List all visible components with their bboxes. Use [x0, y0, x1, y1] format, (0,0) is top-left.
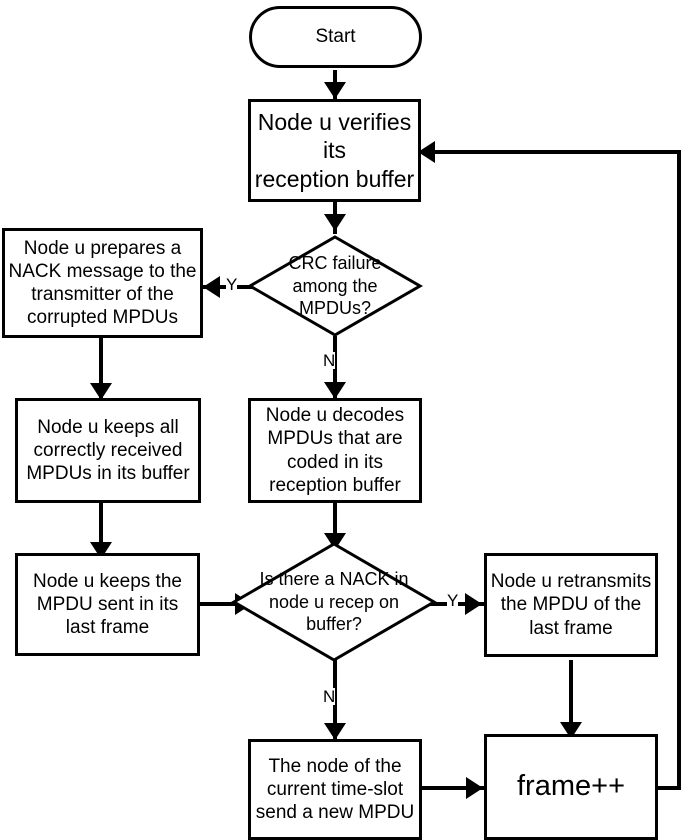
- node-keep-correct[interactable]: Node u keeps all correctly received MPDU…: [15, 398, 201, 503]
- node-prepare-nack[interactable]: Node u prepares a NACK message to the tr…: [2, 228, 203, 338]
- connector-send-new-to-frame-increment: [421, 786, 487, 790]
- node-verify-buffer[interactable]: Node u verifies its reception buffer: [248, 99, 421, 202]
- node-retransmit-label: Node u retransmits the MPDU of the last …: [490, 571, 652, 639]
- connector-keep-correct-to-keep-last: [99, 502, 103, 557]
- node-decode-mpdus[interactable]: Node u decodes MPDUs that are coded in i…: [248, 398, 422, 503]
- node-nack-decision-label: Is there a NACK in node u recep on buffe…: [259, 569, 409, 635]
- node-prepare-nack-label: Node u prepares a NACK message to the tr…: [8, 237, 197, 329]
- connector-prepare-nack-to-keep-correct: [99, 337, 103, 399]
- connector-feedback-bottom: [656, 786, 681, 790]
- node-start[interactable]: Start: [249, 6, 422, 68]
- arrowhead-feedback-to-verify: [418, 141, 435, 163]
- node-send-new-mpdu-label: The node of the current time-slot send a…: [255, 755, 415, 824]
- node-nack-decision[interactable]: Is there a NACK in node u recep on buffe…: [231, 542, 437, 662]
- node-crc-decision[interactable]: CRC failure among the MPDUs?: [246, 235, 424, 337]
- connector-feedback-right: [677, 150, 681, 790]
- node-keep-last-mpdu-label: Node u keeps the MPDU sent in its last f…: [33, 570, 182, 639]
- arrowhead-crc-yes: [203, 276, 220, 298]
- node-frame-increment-label: frame++: [517, 770, 625, 803]
- arrowhead-crc-no: [324, 382, 346, 399]
- node-crc-decision-label: CRC failure among the MPDUs?: [288, 253, 382, 319]
- edge-label-crc-no: N: [323, 351, 336, 370]
- node-start-label: Start: [315, 26, 356, 48]
- node-keep-last-mpdu[interactable]: Node u keeps the MPDU sent in its last f…: [15, 553, 200, 656]
- node-send-new-mpdu[interactable]: The node of the current time-slot send a…: [248, 739, 422, 840]
- connector-decode-to-nack-decision: [333, 502, 337, 548]
- connector-feedback-top: [424, 150, 681, 154]
- arrowhead-start-to-verify: [324, 82, 346, 99]
- node-keep-correct-label: Node u keeps all correctly received MPDU…: [26, 416, 190, 485]
- connector-keep-last-to-nack-decision: [196, 602, 252, 606]
- node-verify-buffer-label: Node u verifies its reception buffer: [254, 109, 415, 192]
- arrowhead-send-new-to-frame-increment: [466, 777, 483, 799]
- edge-label-crc-yes: Y: [226, 275, 238, 294]
- arrowhead-nack-yes: [465, 593, 482, 615]
- arrowhead-verify-to-crc: [324, 214, 346, 231]
- arrowhead-prepare-nack-to-keep-correct: [90, 383, 112, 400]
- node-retransmit[interactable]: Node u retransmits the MPDU of the last …: [484, 553, 658, 657]
- node-decode-mpdus-label: Node u decodes MPDUs that are coded in i…: [265, 405, 405, 496]
- edge-label-nack-no: N: [323, 687, 336, 706]
- arrowhead-nack-no: [324, 723, 346, 740]
- edge-label-nack-yes: Y: [447, 591, 459, 610]
- connector-retransmit-to-frame-increment: [569, 660, 573, 740]
- node-frame-increment[interactable]: frame++: [484, 734, 658, 840]
